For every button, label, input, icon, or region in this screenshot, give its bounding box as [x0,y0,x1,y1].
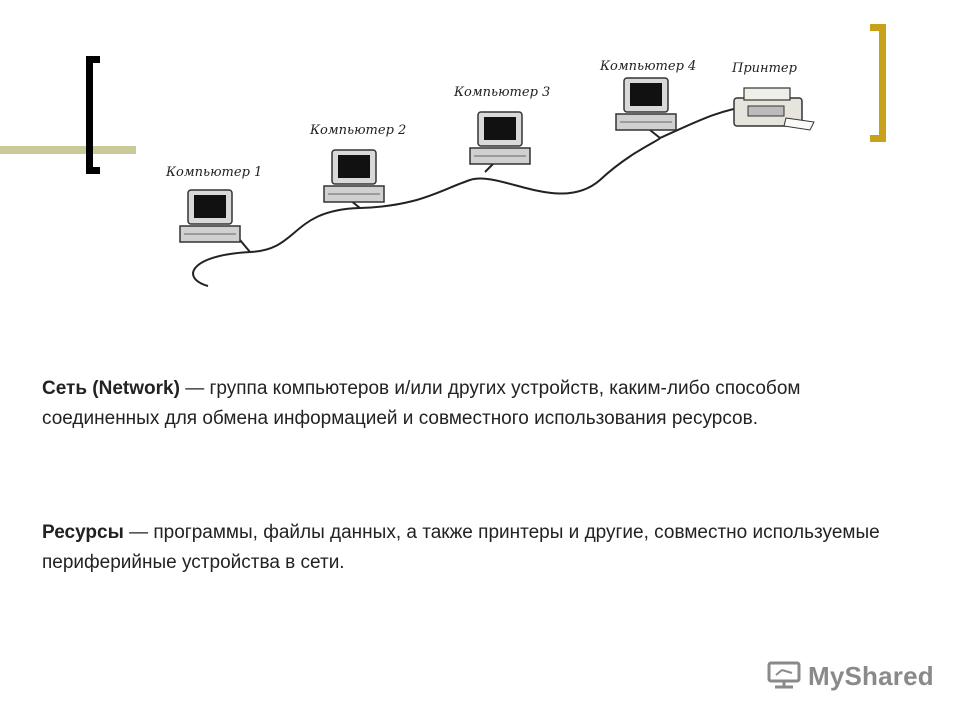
computer-4-label: Компьютер 4 [599,59,696,74]
myshared-logo: MyShared [766,656,934,696]
computer-3-label: Компьютер 3 [453,85,550,100]
network-cable [193,106,750,286]
right-bracket-decoration [870,24,886,142]
network-definition: Сеть (Network) — группа компьютеров и/ил… [42,374,922,434]
computer-icon [324,150,384,202]
resources-definition: Ресурсы — программы, файлы данных, а так… [42,518,922,578]
left-bracket-decoration [86,56,100,174]
presentation-icon [766,659,802,693]
computer-icon [616,78,676,130]
resources-definition-text: — программы, файлы данных, а также принт… [42,522,880,573]
computer-icon [470,112,530,164]
computer-2-label: Компьютер 2 [309,123,406,138]
printer-label: Принтер [731,61,798,76]
resources-term: Ресурсы [42,522,124,543]
computer-icon [180,190,240,242]
decorative-line [0,146,136,154]
logo-text: MyShared [808,661,934,692]
network-diagram: Компьютер 1 Компьютер 2 Компьютер 3 Комп… [140,40,840,300]
computer-1-label: Компьютер 1 [165,165,262,180]
printer-icon [734,88,814,130]
network-term: Сеть (Network) [42,378,180,399]
